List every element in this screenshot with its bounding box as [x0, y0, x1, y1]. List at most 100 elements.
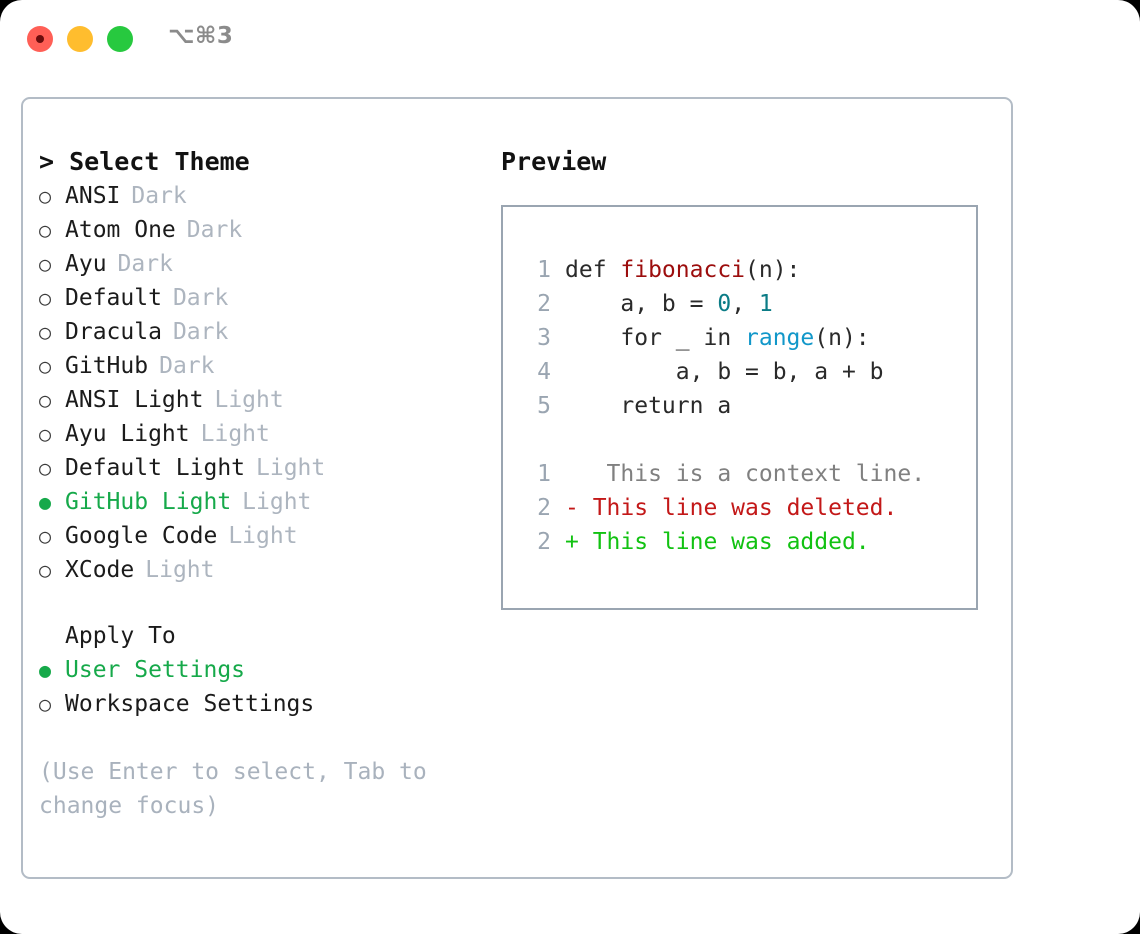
apply-to-header: Apply To — [65, 623, 176, 649]
theme-list-item[interactable]: ○ Atom One Dark — [39, 213, 499, 247]
theme-selector-column: > Select Theme ○ ANSI Dark ○ Atom One Da… — [39, 145, 499, 823]
theme-name: XCode — [65, 557, 135, 583]
radio-on-icon: ● — [39, 490, 52, 514]
code-line: 2 a, b = 0, 1 — [521, 287, 976, 321]
select-theme-header: > Select Theme — [39, 147, 250, 176]
radio-off-icon: ○ — [39, 354, 52, 378]
diff-text: This line was added. — [578, 529, 870, 555]
theme-variant: Light — [200, 421, 270, 447]
code-token: range — [745, 325, 815, 351]
code-content: a, b = b, a + b — [565, 355, 884, 389]
theme-name: GitHub Light — [65, 489, 232, 515]
code-line: 5 return a — [521, 389, 976, 423]
code-sample: 1 def fibonacci(n): 2 a, b = 0, 1 3 for … — [521, 253, 976, 423]
theme-list-item[interactable]: ○ ANSI Light Light — [39, 383, 499, 417]
preview-gap — [521, 423, 976, 457]
code-line: 1 def fibonacci(n): — [521, 253, 976, 287]
theme-name: Ayu — [65, 251, 107, 277]
content-panel: > Select Theme ○ ANSI Dark ○ Atom One Da… — [21, 97, 1013, 879]
theme-list-item[interactable]: ○ GitHub Dark — [39, 349, 499, 383]
diff-text: This is a context line. — [578, 461, 926, 487]
diff-marker: - — [565, 495, 579, 521]
radio-off-icon: ○ — [39, 320, 52, 344]
theme-variant: Dark — [172, 319, 229, 345]
code-token: 0 — [717, 291, 732, 317]
radio-off-icon: ○ — [39, 184, 52, 208]
line-number: 5 — [537, 393, 551, 419]
theme-variant: Dark — [186, 217, 243, 243]
apply-to-item-selected[interactable]: ● User Settings — [39, 653, 499, 687]
code-token: return a — [565, 393, 732, 419]
theme-name: Atom One — [65, 217, 176, 243]
theme-list-item[interactable]: ○ Ayu Dark — [39, 247, 499, 281]
hint-spacer — [39, 721, 499, 755]
code-token: 1 — [758, 291, 773, 317]
code-token: , — [731, 291, 759, 317]
theme-variant: Dark — [159, 353, 215, 379]
minimize-button[interactable] — [67, 26, 93, 52]
theme-list: ○ ANSI Dark ○ Atom One Dark ○ Ayu Dark — [39, 179, 499, 587]
traffic-lights — [27, 26, 133, 52]
diff-line-deleted: 2 - This line was deleted. — [521, 491, 976, 525]
apply-to-list: ● User Settings ○ Workspace Settings — [39, 653, 499, 721]
radio-off-icon: ○ — [39, 692, 52, 716]
line-number: 3 — [537, 325, 551, 351]
theme-name: ANSI — [65, 183, 121, 209]
theme-list-item[interactable]: ○ XCode Light — [39, 553, 499, 587]
theme-list-item[interactable]: ○ Default Light Light — [39, 451, 499, 485]
apply-to-label: Workspace Settings — [65, 691, 315, 717]
code-token: for _ in — [565, 325, 746, 351]
close-button[interactable] — [27, 26, 53, 52]
theme-variant: Light — [242, 489, 312, 515]
code-content: for _ in range(n): — [565, 321, 870, 355]
diff-line-added: 2 + This line was added. — [521, 525, 976, 559]
radio-off-icon: ○ — [39, 252, 52, 276]
theme-variant: Light — [145, 557, 215, 583]
radio-off-icon: ○ — [39, 558, 52, 582]
code-line: 3 for _ in range(n): — [521, 321, 976, 355]
code-token: fibonacci — [620, 257, 746, 283]
theme-name: Dracula — [65, 319, 162, 345]
radio-off-icon: ○ — [39, 388, 52, 412]
diff-marker — [565, 457, 579, 491]
theme-list-item[interactable]: ○ Google Code Light — [39, 519, 499, 553]
line-number: 1 — [537, 257, 551, 283]
preview-header: Preview — [501, 147, 607, 176]
theme-variant: Light — [214, 387, 284, 413]
zoom-button[interactable] — [107, 26, 133, 52]
theme-list-item[interactable]: ○ Ayu Light Light — [39, 417, 499, 451]
line-number: 1 — [537, 461, 551, 487]
theme-name: Google Code — [65, 523, 218, 549]
theme-variant: Light — [256, 455, 326, 481]
preview-box: 1 def fibonacci(n): 2 a, b = 0, 1 3 for … — [501, 205, 978, 610]
keyboard-shortcut-label: ⌥⌘3 — [168, 23, 234, 49]
apply-to-item[interactable]: ○ Workspace Settings — [39, 687, 499, 721]
code-token: a, b = — [565, 291, 718, 317]
code-line: 4 a, b = b, a + b — [521, 355, 976, 389]
theme-list-item[interactable]: ○ ANSI Dark — [39, 179, 499, 213]
code-token: a, b = b, a + b — [565, 359, 884, 385]
diff-line-context: 1 This is a context line. — [521, 457, 976, 491]
radio-off-icon: ○ — [39, 218, 52, 242]
theme-variant: Dark — [131, 183, 187, 209]
code-token: (n): — [814, 325, 870, 351]
title-bar: ⌥⌘3 — [0, 0, 1140, 78]
radio-on-icon: ● — [39, 658, 52, 682]
code-content: def fibonacci(n): — [565, 253, 800, 287]
code-token: def — [565, 257, 621, 283]
line-number: 4 — [537, 359, 551, 385]
radio-off-icon: ○ — [39, 286, 52, 310]
theme-list-item-selected[interactable]: ● GitHub Light Light — [39, 485, 499, 519]
theme-variant: Light — [228, 523, 298, 549]
diff-text: This line was deleted. — [578, 495, 898, 521]
theme-list-item[interactable]: ○ Dracula Dark — [39, 315, 499, 349]
theme-name: ANSI Light — [65, 387, 204, 413]
theme-name: GitHub — [65, 353, 149, 379]
radio-off-icon: ○ — [39, 456, 52, 480]
line-number: 2 — [537, 495, 551, 521]
keyboard-hint: (Use Enter to select, Tab to change focu… — [39, 759, 427, 819]
diff-marker: + — [565, 529, 579, 555]
theme-list-item[interactable]: ○ Default Dark — [39, 281, 499, 315]
theme-name: Default — [65, 285, 162, 311]
